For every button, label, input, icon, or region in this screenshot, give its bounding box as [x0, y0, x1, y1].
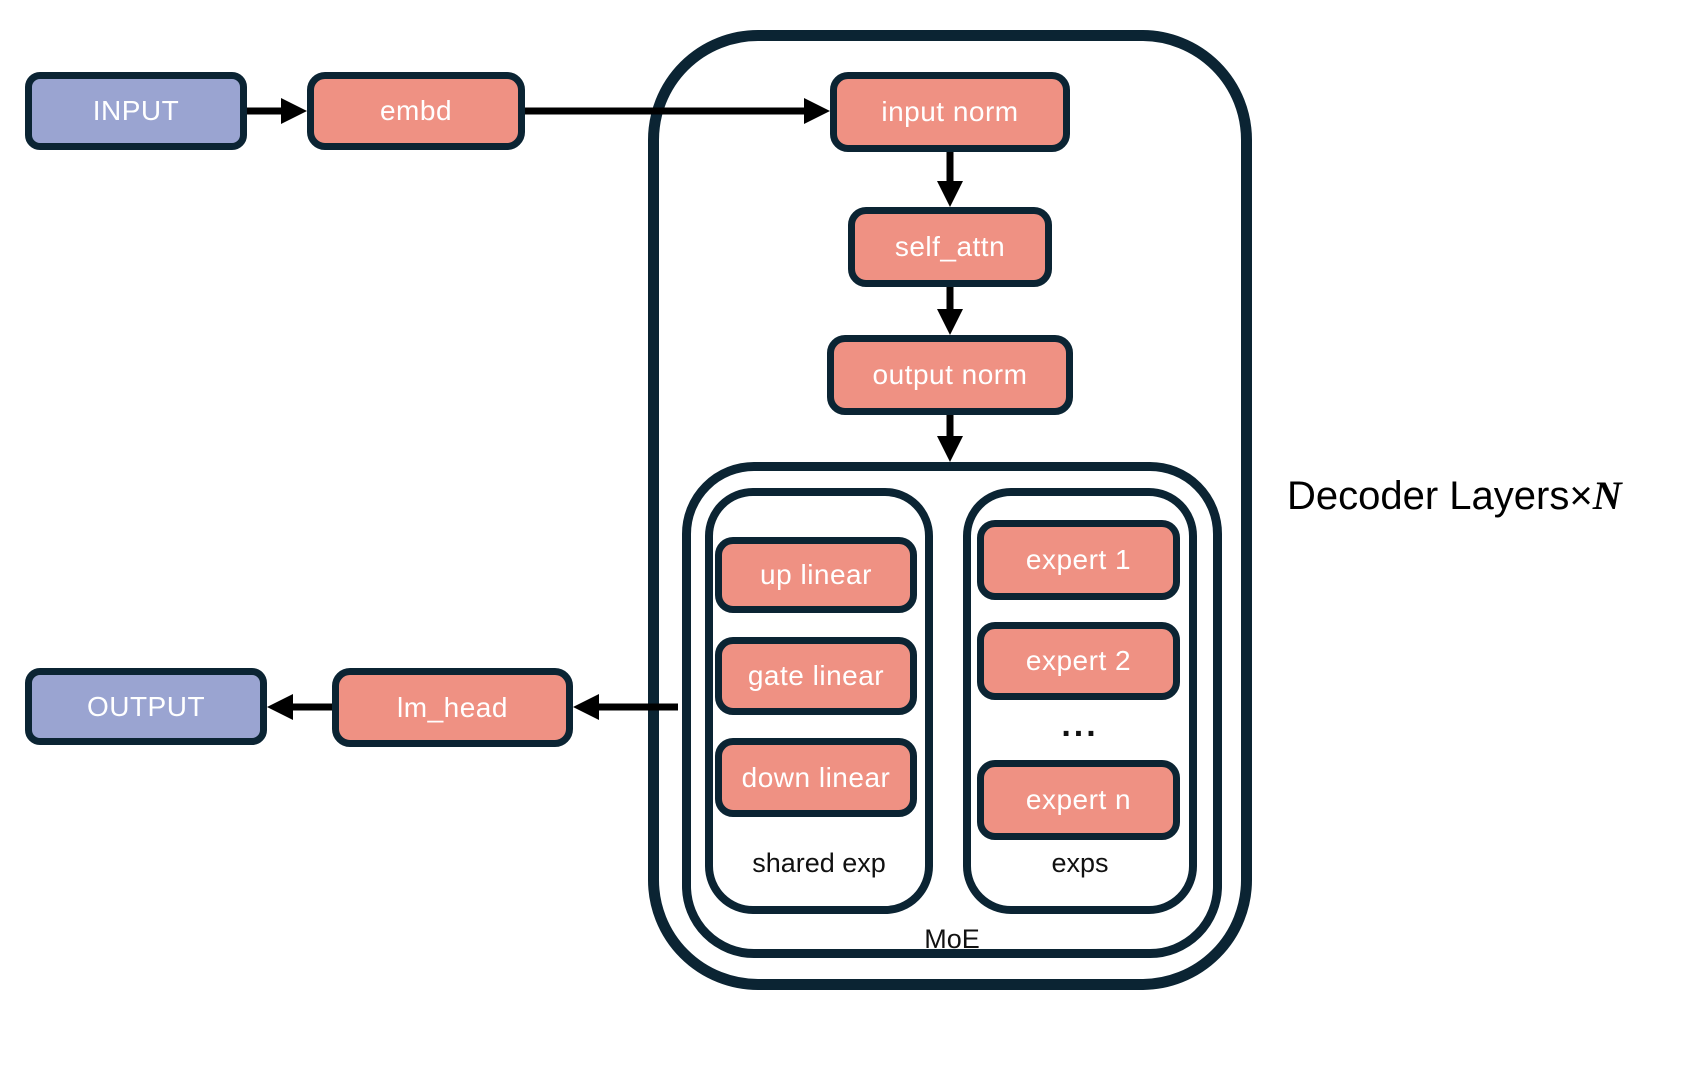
lm-head-node-label: lm_head [397, 691, 508, 723]
output-node: OUTPUT [25, 668, 267, 745]
input-norm-node-label: input norm [881, 96, 1019, 127]
experts-ellipsis: ... [1061, 706, 1099, 744]
expert-2-node-label: expert 2 [1025, 645, 1132, 676]
expert-1-node: expert 1 [977, 520, 1180, 600]
decoder-layers-container [648, 30, 1252, 990]
decoder-layers-caption-text: Decoder Layers [1287, 474, 1570, 518]
embd-node-label: embd [379, 95, 453, 126]
down-linear-node-label: down linear [741, 761, 891, 793]
down-linear-node: down linear [715, 738, 917, 817]
output-node-label: OUTPUT [86, 690, 206, 722]
moe-container [682, 462, 1222, 958]
multiplier-variable: N [1592, 473, 1622, 518]
up-linear-node-label: up linear [760, 559, 872, 590]
input-node-label: INPUT [92, 95, 180, 126]
multiplier-sign: × [1569, 474, 1593, 518]
decoder-layers-caption: Decoder Layers×N [1287, 472, 1622, 519]
output-norm-node: output norm [827, 335, 1073, 415]
exps-label: exps [1051, 848, 1109, 878]
up-linear-node: up linear [715, 537, 917, 613]
embd-node: embd [307, 72, 525, 150]
expert-n-node-label: expert n [1025, 784, 1132, 815]
gate-linear-node: gate linear [715, 637, 917, 715]
output-norm-node-label: output norm [872, 359, 1028, 390]
self-attn-node-label: self_attn [894, 231, 1006, 262]
expert-n-node: expert n [977, 760, 1180, 840]
self-attn-node: self_attn [848, 207, 1052, 287]
gate-linear-node-label: gate linear [747, 660, 885, 691]
expert-1-node-label: expert 1 [1025, 544, 1132, 575]
experts-group [963, 488, 1197, 914]
input-norm-node: input norm [830, 72, 1070, 152]
moe-label: MoE [924, 924, 980, 954]
input-node: INPUT [25, 72, 247, 150]
shared-exp-label: shared exp [752, 848, 886, 878]
shared-expert-group [705, 488, 933, 914]
lm-head-node: lm_head [332, 668, 573, 747]
expert-2-node: expert 2 [977, 622, 1180, 700]
